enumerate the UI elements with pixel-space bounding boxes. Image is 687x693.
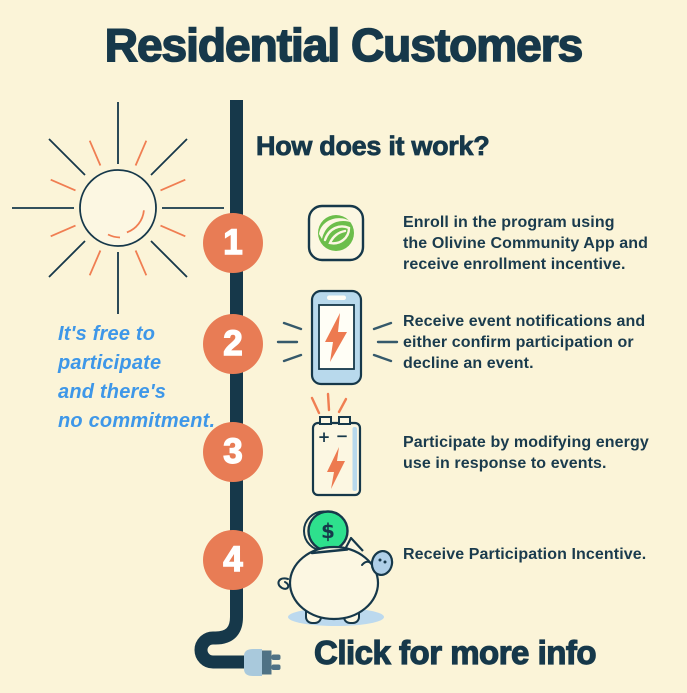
step-1-line-1: Enroll in the program using bbox=[403, 214, 615, 231]
step-1-line-2: the Olivine Community App and bbox=[403, 235, 648, 252]
battery-energy-icon: + − bbox=[310, 392, 362, 497]
leaf-app-icon bbox=[307, 204, 365, 262]
step-1-text: Enroll in the program using the Olivine … bbox=[403, 212, 665, 275]
sun-icon bbox=[12, 102, 224, 314]
step-1-badge: 1 bbox=[203, 213, 263, 273]
step-3-badge: 3 bbox=[203, 422, 263, 482]
step-2-badge: 2 bbox=[203, 314, 263, 374]
more-info-link[interactable]: Click for more info bbox=[313, 633, 597, 671]
step-1-line-3: receive enrollment incentive. bbox=[403, 256, 626, 273]
section-heading: How does it work? bbox=[256, 131, 491, 162]
side-note-line-1: It's free to bbox=[58, 323, 156, 345]
step-4-line-1: Receive Participation Incentive. bbox=[403, 546, 647, 563]
side-note-line-3: and there's bbox=[58, 381, 167, 403]
svg-text:−: − bbox=[336, 427, 349, 445]
step-1-number: 1 bbox=[223, 222, 244, 262]
step-2-line-3: decline an event. bbox=[403, 355, 534, 372]
step-2-number: 2 bbox=[223, 323, 244, 363]
step-4-number: 4 bbox=[223, 539, 244, 579]
side-note: It's free to participate and there's no … bbox=[58, 320, 215, 436]
side-note-line-2: participate bbox=[58, 352, 162, 374]
step-4-text: Receive Participation Incentive. bbox=[403, 544, 665, 565]
step-2-line-1: Receive event notifications and bbox=[403, 313, 646, 330]
side-note-line-4: no commitment. bbox=[58, 410, 216, 432]
piggy-bank-icon: $ bbox=[277, 510, 394, 626]
step-3-line-2: use in response to events. bbox=[403, 455, 607, 472]
step-3-line-1: Participate by modifying energy bbox=[403, 434, 649, 451]
page-title: Residential Customers bbox=[104, 18, 584, 72]
step-4-badge: 4 bbox=[203, 530, 263, 590]
step-2-text: Receive event notifications and either c… bbox=[403, 311, 665, 374]
step-3-text: Participate by modifying energy use in r… bbox=[403, 432, 665, 474]
svg-text:+: + bbox=[318, 428, 331, 446]
phone-notification-icon bbox=[276, 289, 399, 386]
step-2-line-2: either confirm participation or bbox=[403, 334, 634, 351]
svg-text:$: $ bbox=[321, 519, 335, 543]
power-plug-icon bbox=[194, 595, 281, 676]
step-3-number: 3 bbox=[223, 431, 244, 471]
